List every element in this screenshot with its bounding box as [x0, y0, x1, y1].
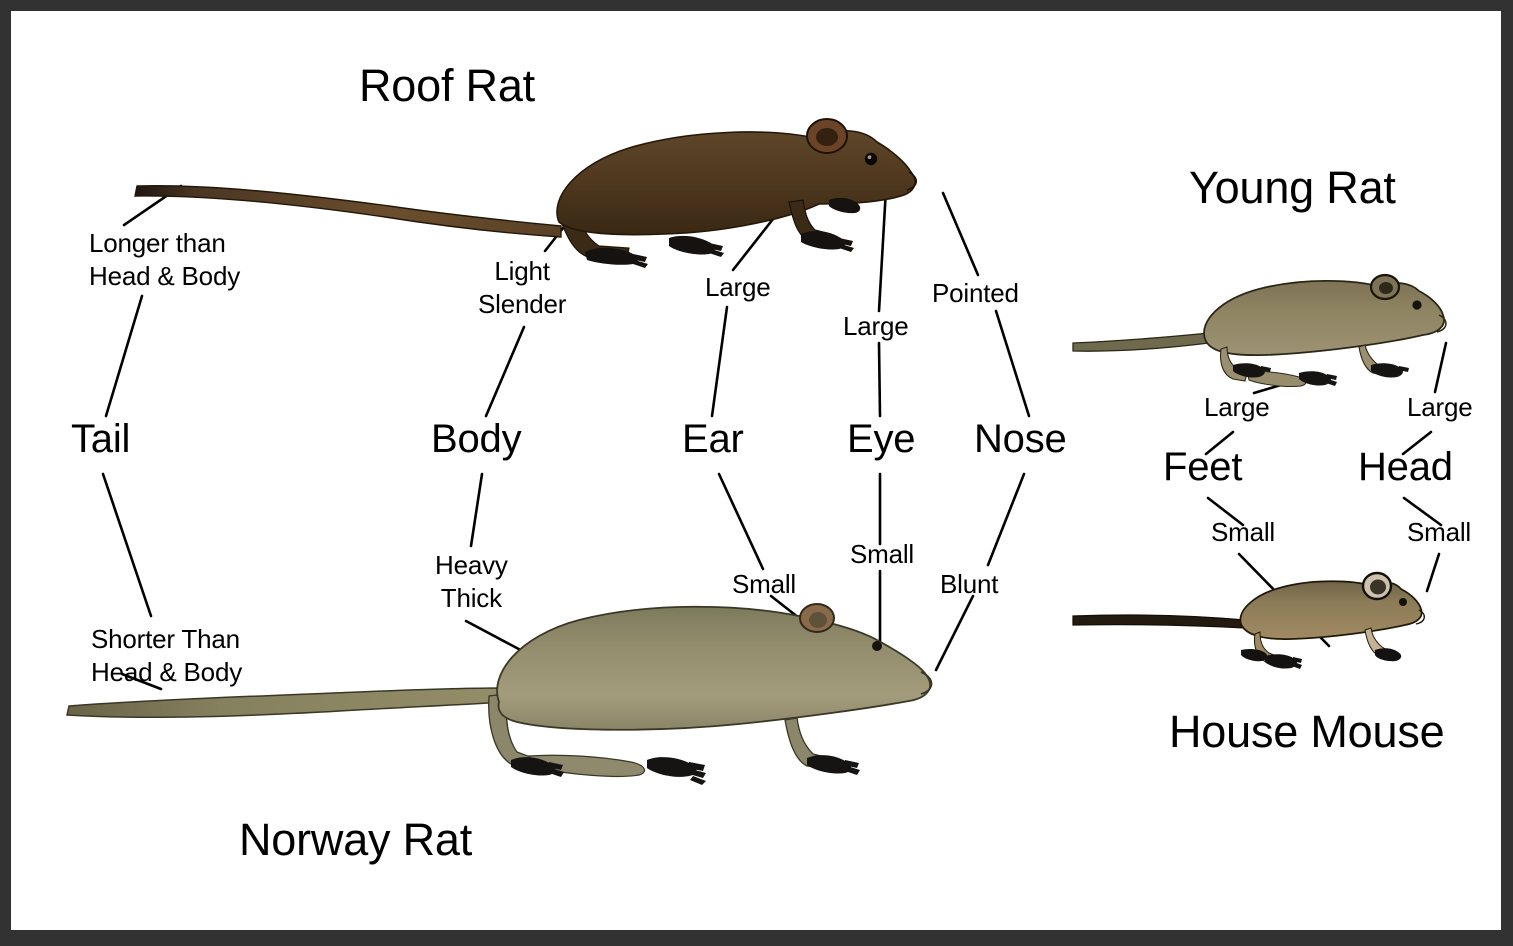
note-young-rat-head: Large	[1407, 392, 1473, 422]
young-rat-illustration	[1069, 263, 1459, 388]
roof-rat-illustration	[129, 106, 929, 271]
note-norway-rat-tail: Shorter Than Head & Body	[91, 624, 243, 688]
leader-ear-to-note-bottom	[717, 472, 765, 571]
feature-label-ear: Ear	[682, 417, 744, 461]
feature-label-nose: Nose	[974, 417, 1067, 461]
title-house-mouse: House Mouse	[1169, 706, 1445, 757]
note-norway-rat-ear: Small	[732, 569, 797, 599]
leader-note-to-eye	[877, 341, 882, 418]
note-norway-rat-body: Heavy Thick	[435, 550, 508, 614]
note-norway-rat-nose: Blunt	[940, 569, 999, 599]
leader-tail-to-note-bottom	[101, 472, 153, 618]
leader-note-to-nose	[994, 309, 1031, 418]
feature-label-body: Body	[431, 417, 522, 461]
note-house-mouse-feet: Small	[1211, 517, 1276, 547]
note-roof-rat-nose: Pointed	[932, 278, 1019, 308]
feature-label-head: Head	[1358, 445, 1453, 489]
leader-roofrat-nose	[941, 191, 980, 277]
leader-note-to-tail-top	[104, 294, 144, 418]
title-young-rat: Young Rat	[1189, 162, 1396, 213]
note-roof-rat-tail: Longer than Head & Body	[89, 228, 241, 292]
note-roof-rat-body: Light Slender	[478, 256, 567, 320]
feature-label-feet: Feet	[1163, 445, 1243, 489]
leader-body-to-note-bottom	[469, 472, 484, 548]
feature-label-tail: Tail	[71, 417, 131, 461]
house-mouse-illustration	[1069, 568, 1449, 678]
feature-label-eye: Eye	[847, 417, 916, 461]
leader-nose-to-note-bottom	[986, 472, 1026, 567]
title-roof-rat: Roof Rat	[359, 60, 535, 111]
note-house-mouse-head: Small	[1407, 517, 1472, 547]
poster-canvas: Roof Rat Norway Rat Young Rat House Mous…	[11, 11, 1501, 930]
leader-note-to-ear	[710, 305, 729, 418]
leader-note-to-body-top	[484, 325, 526, 418]
title-norway-rat: Norway Rat	[239, 814, 473, 865]
note-roof-rat-eye: Large	[843, 311, 909, 341]
note-norway-rat-eye: Small	[850, 539, 915, 569]
norway-rat-illustration	[59, 596, 949, 801]
note-roof-rat-ear: Large	[705, 272, 771, 302]
note-young-rat-feet: Large	[1204, 392, 1270, 422]
